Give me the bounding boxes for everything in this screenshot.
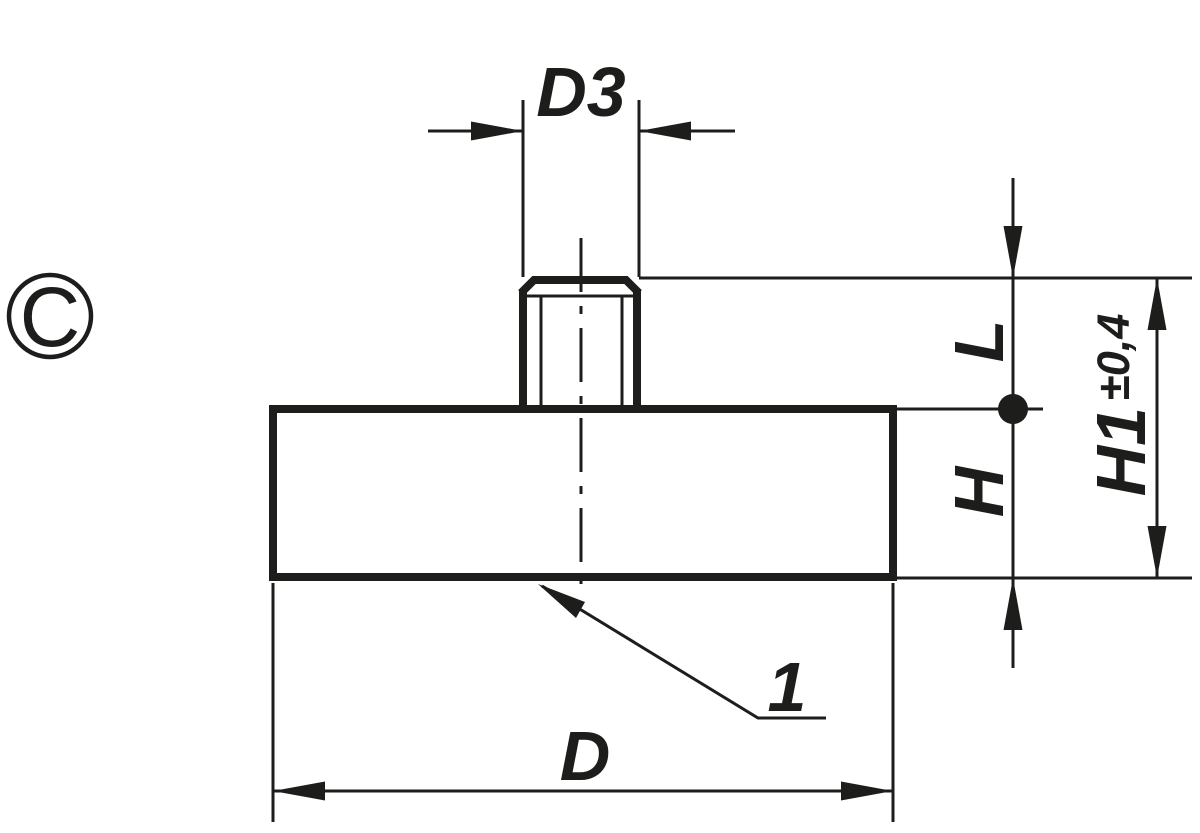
d3-label: D3 — [536, 53, 626, 131]
view-label-group: C — [6, 270, 94, 364]
callout-leader-line — [541, 584, 826, 720]
h1-tolerance: ±0,4 — [1088, 314, 1139, 401]
magnet-body-outline — [269, 405, 897, 581]
dimension-dot-terminator — [998, 394, 1028, 424]
d-label: D — [560, 717, 611, 795]
callout-1: 1 — [538, 584, 826, 726]
view-label: C — [20, 270, 81, 364]
dimension-d3: D3 — [428, 53, 735, 277]
h1-arrow-up-icon — [1147, 278, 1167, 330]
d3-arrow-right-icon — [471, 121, 523, 141]
h-arrow-up-icon — [1003, 578, 1023, 630]
l-label: L — [940, 320, 1018, 363]
dimension-d: D — [271, 583, 895, 822]
h1-label: H1 ±0,4 — [1082, 314, 1160, 497]
callout-1-label: 1 — [768, 648, 807, 726]
d-arrow-left-icon — [273, 781, 325, 801]
h1-value: H1 — [1082, 407, 1160, 496]
h-label: H — [940, 465, 1018, 517]
dimension-l-h: L H — [940, 178, 1028, 668]
callout-arrowhead-icon — [538, 584, 585, 618]
l-arrow-down-icon — [1003, 226, 1023, 278]
dimension-h1: H1 ±0,4 — [1082, 278, 1167, 578]
d-arrow-right-icon — [841, 781, 893, 801]
h1-arrow-down-icon — [1147, 526, 1167, 578]
d3-arrow-left-icon — [639, 121, 691, 141]
view-label-circle — [6, 272, 94, 360]
